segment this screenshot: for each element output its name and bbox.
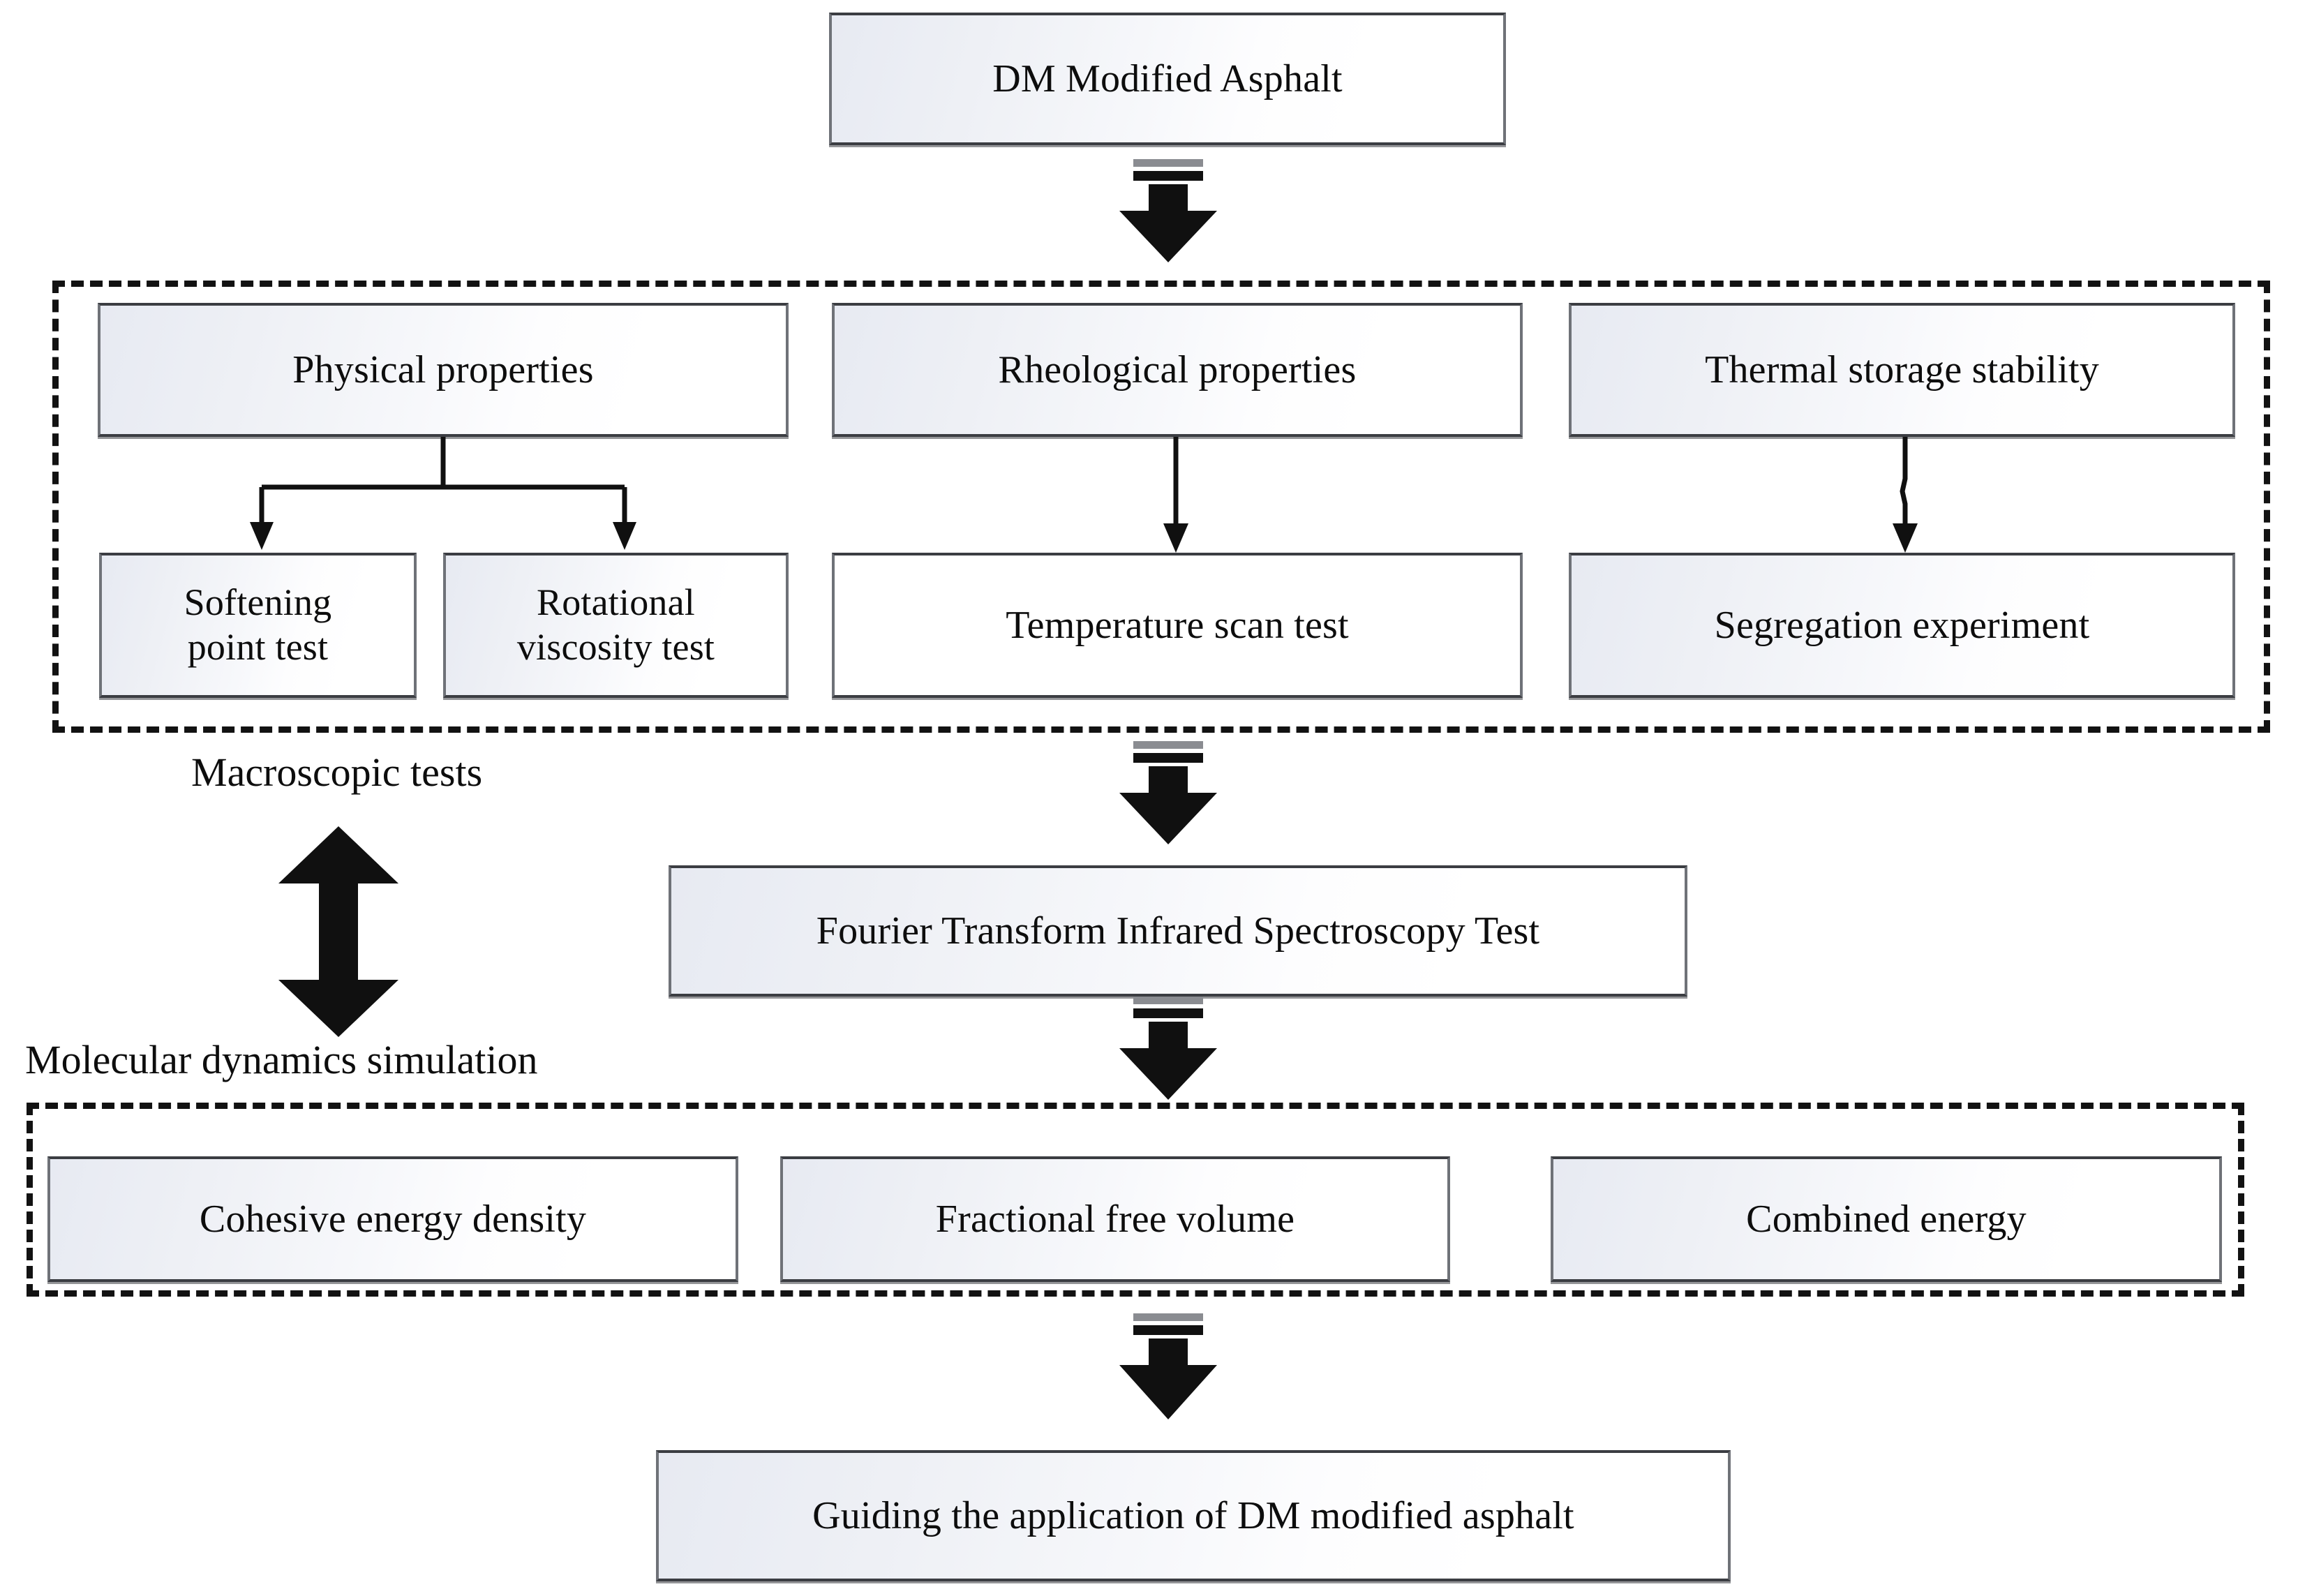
down-block-arrow-icon-to-outcome — [1119, 1313, 1217, 1419]
node-label: Combined energy — [1746, 1197, 2027, 1241]
node-label: Fractional free volume — [935, 1197, 1295, 1241]
thin-down-arrow-icon-rheological — [1163, 437, 1188, 553]
node-label: Segregation experiment — [1714, 603, 2090, 647]
node-label: Guiding the application of DM modified a… — [812, 1493, 1574, 1537]
down-block-arrow-icon-to-ftir — [1119, 741, 1217, 844]
node-thermal-storage-stability[interactable]: Thermal storage stability — [1569, 303, 2235, 437]
node-label: Thermal storage stability — [1705, 348, 2099, 391]
node-label: Temperature scan test — [1006, 603, 1349, 647]
node-cohesive-energy-density[interactable]: Cohesive energy density — [47, 1156, 738, 1282]
node-combined-energy[interactable]: Combined energy — [1551, 1156, 2222, 1282]
down-block-arrow-icon-to-md — [1119, 997, 1217, 1100]
double-headed-vertical-arrow-icon — [278, 826, 398, 1037]
molecular-dynamics-group — [27, 1103, 2244, 1297]
thin-down-arrow-icon-thermal — [1893, 437, 1918, 553]
node-softening-point-test[interactable]: Softening point test — [99, 553, 417, 698]
node-label: Softening point test — [184, 581, 332, 668]
node-temperature-scan-test[interactable]: Temperature scan test — [832, 553, 1523, 698]
split-connector-physical — [250, 437, 636, 550]
node-rotational-viscosity-test[interactable]: Rotational viscosity test — [443, 553, 789, 698]
node-guiding-application[interactable]: Guiding the application of DM modified a… — [656, 1450, 1731, 1581]
node-label: Rotational viscosity test — [516, 581, 715, 668]
node-label: Rheological properties — [998, 348, 1357, 391]
down-block-arrow-icon — [1119, 159, 1217, 262]
node-label: DM Modified Asphalt — [992, 57, 1343, 100]
node-label: Cohesive energy density — [199, 1197, 587, 1241]
node-label: Fourier Transform Infrared Spectroscopy … — [816, 909, 1540, 953]
caption-molecular-dynamics-simulation: Molecular dynamics simulation — [25, 1037, 538, 1082]
node-dm-modified-asphalt[interactable]: DM Modified Asphalt — [829, 13, 1506, 145]
node-rheological-properties[interactable]: Rheological properties — [832, 303, 1523, 437]
caption-macroscopic-tests: Macroscopic tests — [191, 749, 483, 795]
node-ftir-test[interactable]: Fourier Transform Infrared Spectroscopy … — [669, 865, 1687, 997]
node-physical-properties[interactable]: Physical properties — [98, 303, 789, 437]
node-label: Physical properties — [292, 348, 594, 391]
node-fractional-free-volume[interactable]: Fractional free volume — [780, 1156, 1450, 1282]
macroscopic-tests-group — [52, 281, 2270, 733]
node-segregation-experiment[interactable]: Segregation experiment — [1569, 553, 2235, 698]
